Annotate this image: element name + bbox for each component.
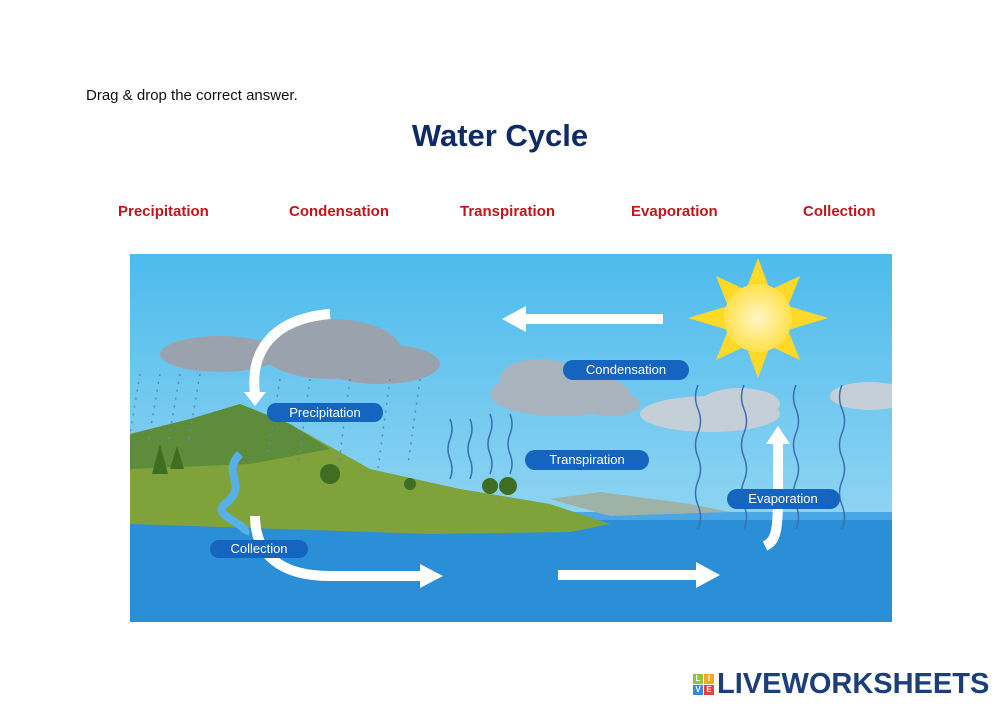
- arrow-down-curve-icon: [249, 309, 331, 395]
- instruction-text: Drag & drop the correct answer.: [86, 87, 298, 104]
- cloud-middle: [490, 359, 640, 416]
- label-condensation: Condensation: [563, 360, 689, 380]
- vapor-lines: [447, 384, 846, 530]
- arrow-up-curve-icon: [762, 443, 784, 551]
- label-evaporation: Evaporation: [727, 489, 840, 509]
- svg-text:Transpiration: Transpiration: [549, 452, 624, 467]
- page-title: Water Cycle: [411, 118, 589, 153]
- svg-text:Evaporation: Evaporation: [748, 491, 817, 506]
- sun-icon: [688, 258, 828, 378]
- label-collection: Collection: [210, 540, 308, 558]
- cloud-right: [640, 382, 892, 432]
- rain-cloud: [160, 319, 440, 384]
- arrow-collection-curve-icon: [250, 515, 420, 581]
- logo-text: LIVEWORKSHEETS: [717, 668, 990, 700]
- svg-text:Precipitation: Precipitation: [289, 405, 361, 420]
- label-precipitation: Precipitation: [267, 403, 383, 422]
- water-cycle-diagram: Condensation Precipitation Transpiration…: [130, 254, 892, 622]
- arrow-left-icon: [502, 306, 663, 332]
- label-transpiration: Transpiration: [525, 450, 649, 470]
- arrow-right-icon: [558, 562, 720, 588]
- river: [217, 451, 250, 536]
- liveworksheets-logo: L I V E LIVEWORKSHEETS: [693, 668, 989, 701]
- answer-word-condensation[interactable]: Condensation: [289, 203, 389, 220]
- answer-word-precipitation[interactable]: Precipitation: [118, 203, 209, 220]
- svg-text:Condensation: Condensation: [586, 362, 666, 377]
- answer-word-collection[interactable]: Collection: [803, 203, 876, 220]
- logo-badge-icon: L I V E: [693, 674, 714, 695]
- answer-word-transpiration[interactable]: Transpiration: [460, 203, 556, 220]
- answer-word-evaporation[interactable]: Evaporation: [631, 203, 718, 220]
- svg-text:Collection: Collection: [230, 541, 287, 556]
